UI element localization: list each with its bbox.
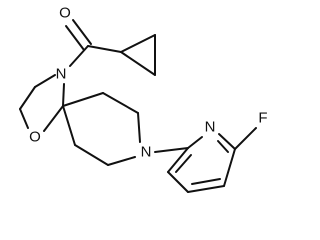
atom-fluorine: F (258, 110, 267, 127)
bond-carbonyl-nitrogen (69, 45, 89, 67)
bond-ch2-oxygen (19, 108, 29, 129)
bond-pyr-c4-c3 (167, 171, 189, 193)
molecule-drawing: O N O N N F (19, 5, 268, 193)
bond-ch2-ch2-upper (102, 92, 139, 114)
atom-carbonyl-oxygen: O (59, 5, 71, 22)
bond-n-pyridine (154, 147, 189, 153)
bond-carbonyl-cyclopropyl (87, 45, 122, 53)
bond-spiro-ch2-upper (62, 92, 104, 107)
bond-ch2-ch2 (19, 86, 36, 110)
bond-cyclopropyl-3 (120, 51, 156, 76)
atom-ring-oxygen: O (29, 129, 41, 146)
bond-pyr-inner-c5-c4 (191, 178, 221, 185)
bond-spiro-n (62, 83, 65, 107)
atom-amide-nitrogen: N (56, 66, 67, 83)
bond-pyr-inner-c3-c2 (175, 154, 192, 173)
bond-carbonyl-double-b (65, 25, 85, 51)
bond-c6-fluorine (234, 127, 257, 150)
bond-oxygen-spiro (43, 105, 64, 132)
bond-pyr-c3-c2 (167, 147, 189, 173)
atom-piperidine-nitrogen: N (141, 144, 152, 161)
bond-pyr-inner-n1-c6 (217, 140, 229, 153)
bond-spiro-ch2-lower (62, 105, 76, 146)
structure-canvas: O N O N N F (19, 4, 268, 193)
bond-ch2-n-lower (107, 156, 136, 166)
bond-n-ch2 (34, 74, 56, 88)
bond-pyr-c6-c5 (223, 148, 236, 187)
bond-pyr-c5-c4 (187, 185, 225, 193)
bond-pyr-n1-c6 (218, 133, 236, 150)
bond-pyr-c2-n1 (187, 136, 203, 149)
bond-ch2-n-upper (137, 112, 141, 143)
bond-cyclopropyl-1 (120, 34, 156, 53)
atom-pyridine-nitrogen: N (205, 119, 216, 136)
bond-ch2-ch2-lower (74, 144, 109, 166)
bond-carbonyl-double-a (72, 19, 92, 45)
